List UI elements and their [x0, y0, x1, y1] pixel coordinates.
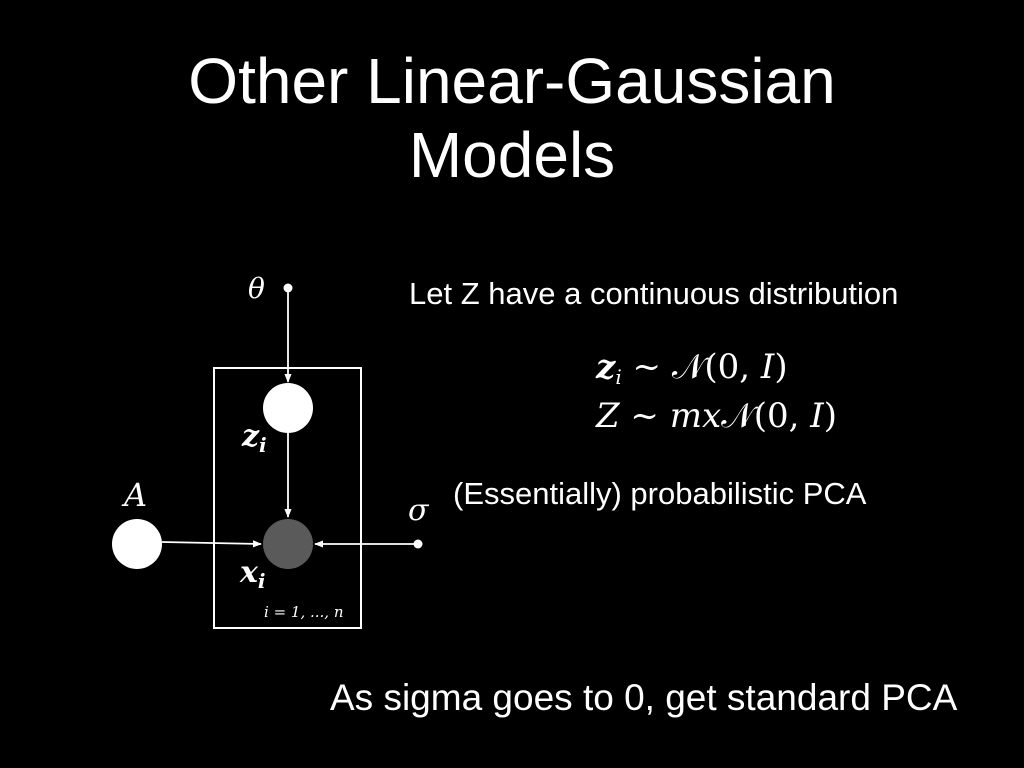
title-line-1: Other Linear-Gaussian	[188, 45, 836, 117]
x-label-main: x	[239, 555, 259, 590]
theta-label: θ	[248, 272, 265, 305]
eq2-args: (0,	[753, 396, 811, 436]
eq2-var: I	[810, 396, 824, 436]
bottom-remark-text: As sigma goes to 0, get standard PCA	[330, 677, 958, 718]
arrow-a-to-x	[161, 540, 262, 548]
a-label: A	[121, 476, 147, 514]
z-node	[263, 383, 313, 433]
sigma-label: σ	[408, 493, 430, 528]
eq1-lhs-sub: i	[615, 365, 622, 389]
title-line-2: Models	[408, 119, 616, 191]
probabilistic-pca-text: (Essentially) probabilistic PCA	[453, 476, 867, 511]
eq1-close: )	[774, 347, 788, 387]
continuous-distribution-text: Let Z have a continuous distribution	[409, 276, 899, 311]
eq2-rel: ~	[619, 396, 670, 436]
x-label-sub: i	[258, 569, 266, 593]
sigma-node	[413, 539, 423, 549]
plate-label: i = 1, ..., n	[264, 603, 343, 621]
eq1-rel: ~	[621, 347, 672, 387]
eq2-pre: mx	[669, 396, 722, 436]
eq2-lhs: Z	[596, 396, 620, 436]
eq1-var: I	[760, 347, 775, 387]
eq2-close: )	[823, 396, 837, 436]
z-label-sub: i	[259, 433, 267, 457]
equation-z-i: zi ~ 𝒩(0, I)	[596, 347, 788, 397]
z-label-main: z	[241, 419, 260, 454]
eq2-dist: 𝒩	[721, 396, 754, 436]
x-label: xi	[239, 555, 266, 593]
theta-node	[283, 283, 293, 293]
eq1-lhs: z	[596, 347, 616, 387]
equation-z: Z ~ mx𝒩(0, I)	[596, 396, 837, 436]
z-label: zi	[241, 419, 267, 457]
x-node	[263, 519, 313, 569]
a-node	[112, 519, 162, 569]
eq1-dist: 𝒩	[671, 347, 705, 387]
eq1-args: (0,	[704, 347, 761, 387]
slide-title: Other Linear-Gaussian Models	[0, 44, 1024, 192]
